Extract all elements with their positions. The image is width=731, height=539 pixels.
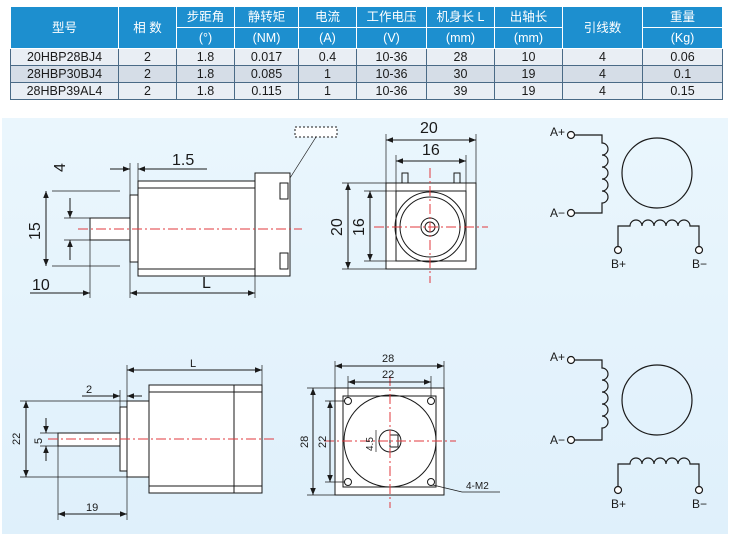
- label-a-plus: A+: [550, 350, 565, 364]
- header-lead-count: 引线数: [562, 6, 643, 49]
- cell-lead-count: 4: [562, 65, 643, 83]
- table-row: 28HBP30BJ4 2 1.8 0.085 1 10-36 30 19 4 0…: [10, 65, 723, 83]
- header-holding-torque: 静转矩: [234, 6, 299, 28]
- cell-shaft-length: 19: [494, 82, 563, 100]
- header-voltage-unit: (V): [356, 27, 427, 49]
- cell-weight: 0.1: [642, 65, 723, 83]
- cell-shaft-length: 10: [494, 48, 563, 66]
- cell-shaft-length: 19: [494, 65, 563, 83]
- cell-model: 28HBP30BJ4: [10, 65, 119, 83]
- cell-holding-torque: 0.085: [234, 65, 299, 83]
- cell-voltage: 10-36: [356, 65, 427, 83]
- table-row: 20HBP28BJ4 2 1.8 0.017 0.4 10-36 28 10 4…: [10, 48, 723, 66]
- cell-phases: 2: [118, 48, 177, 66]
- dim-4: 4: [52, 163, 69, 172]
- label-a-minus: A−: [550, 433, 565, 447]
- cell-voltage: 10-36: [356, 48, 427, 66]
- bottom-front-view: [307, 361, 500, 508]
- dim-28-height: 28: [299, 436, 311, 448]
- header-holding-torque-unit: (NM): [234, 27, 299, 49]
- dim-20-width: 20: [420, 120, 438, 137]
- cell-holding-torque: 0.017: [234, 48, 299, 66]
- label-4-m2-holes: 4-M2: [466, 481, 489, 492]
- dim-4-5: 4.5: [365, 437, 376, 451]
- cell-phases: 2: [118, 65, 177, 83]
- top-side-view: [30, 126, 338, 298]
- cell-step-angle: 1.8: [176, 48, 235, 66]
- dim-L: L: [190, 358, 196, 370]
- header-shaft-length-unit: (mm): [494, 27, 563, 49]
- cell-model: 20HBP28BJ4: [10, 48, 119, 66]
- header-weight-unit: (Kg): [642, 27, 723, 49]
- cell-weight: 0.06: [642, 48, 723, 66]
- cell-body-length: 30: [426, 65, 495, 83]
- header-voltage: 工作电压: [356, 6, 427, 28]
- technical-drawing: 1.5 4 15 10 L 20 16 20 16: [11, 120, 707, 520]
- cell-weight: 0.15: [642, 82, 723, 100]
- spec-table: 型号 相 数 步距角 静转矩 电流 工作电压 机身长 L 出轴长 引线数 重量 …: [10, 6, 723, 100]
- header-weight: 重量: [642, 6, 723, 28]
- dim-19: 19: [86, 502, 98, 514]
- dim-22-width: 22: [382, 369, 394, 381]
- header-shaft-length: 出轴长: [494, 6, 563, 28]
- cell-step-angle: 1.8: [176, 82, 235, 100]
- cell-holding-torque: 0.115: [234, 82, 299, 100]
- header-current: 电流: [298, 6, 357, 28]
- cell-lead-count: 4: [562, 82, 643, 100]
- top-front-view: [342, 134, 488, 283]
- bottom-wiring-diagram: [566, 355, 704, 495]
- cell-current: 1: [298, 65, 357, 83]
- cell-step-angle: 1.8: [176, 65, 235, 83]
- cell-phases: 2: [118, 82, 177, 100]
- label-b-minus: B−: [692, 497, 707, 511]
- dim-5: 5: [33, 438, 45, 444]
- cell-current: 0.4: [298, 48, 357, 66]
- dim-1-5: 1.5: [172, 152, 194, 169]
- header-step-angle-unit: (°): [176, 27, 235, 49]
- label-b-plus: B+: [611, 257, 626, 271]
- dim-22: 22: [11, 433, 23, 445]
- cell-body-length: 39: [426, 82, 495, 100]
- dim-15: 15: [27, 222, 44, 240]
- dim-20-height: 20: [329, 218, 346, 236]
- dim-L: L: [202, 275, 211, 292]
- bottom-side-view: [20, 365, 274, 520]
- cell-current: 1: [298, 82, 357, 100]
- header-step-angle: 步距角: [176, 6, 235, 28]
- header-current-unit: (A): [298, 27, 357, 49]
- cell-lead-count: 4: [562, 48, 643, 66]
- cell-body-length: 28: [426, 48, 495, 66]
- dim-2: 2: [86, 384, 92, 396]
- header-phases: 相 数: [118, 6, 177, 49]
- label-a-plus: A+: [550, 125, 565, 139]
- cell-voltage: 10-36: [356, 82, 427, 100]
- cell-model: 28HBP39AL4: [10, 82, 119, 100]
- header-body-length: 机身长 L: [426, 6, 495, 28]
- table-row: 28HBP39AL4 2 1.8 0.115 1 10-36 39 19 4 0…: [10, 82, 723, 100]
- header-model: 型号: [10, 6, 119, 49]
- dim-16-width: 16: [422, 142, 440, 159]
- dim-22-height: 22: [317, 436, 329, 448]
- header-body-length-unit: (mm): [426, 27, 495, 49]
- label-b-minus: B−: [692, 257, 707, 271]
- label-b-plus: B+: [611, 497, 626, 511]
- dim-28-width: 28: [382, 353, 394, 365]
- dim-16-height: 16: [351, 218, 368, 236]
- technical-drawing-panel: 1.5 4 15 10 L 20 16 20 16: [2, 118, 728, 534]
- top-wiring-diagram: [566, 130, 704, 255]
- label-a-minus: A−: [550, 206, 565, 220]
- dim-10: 10: [32, 277, 50, 294]
